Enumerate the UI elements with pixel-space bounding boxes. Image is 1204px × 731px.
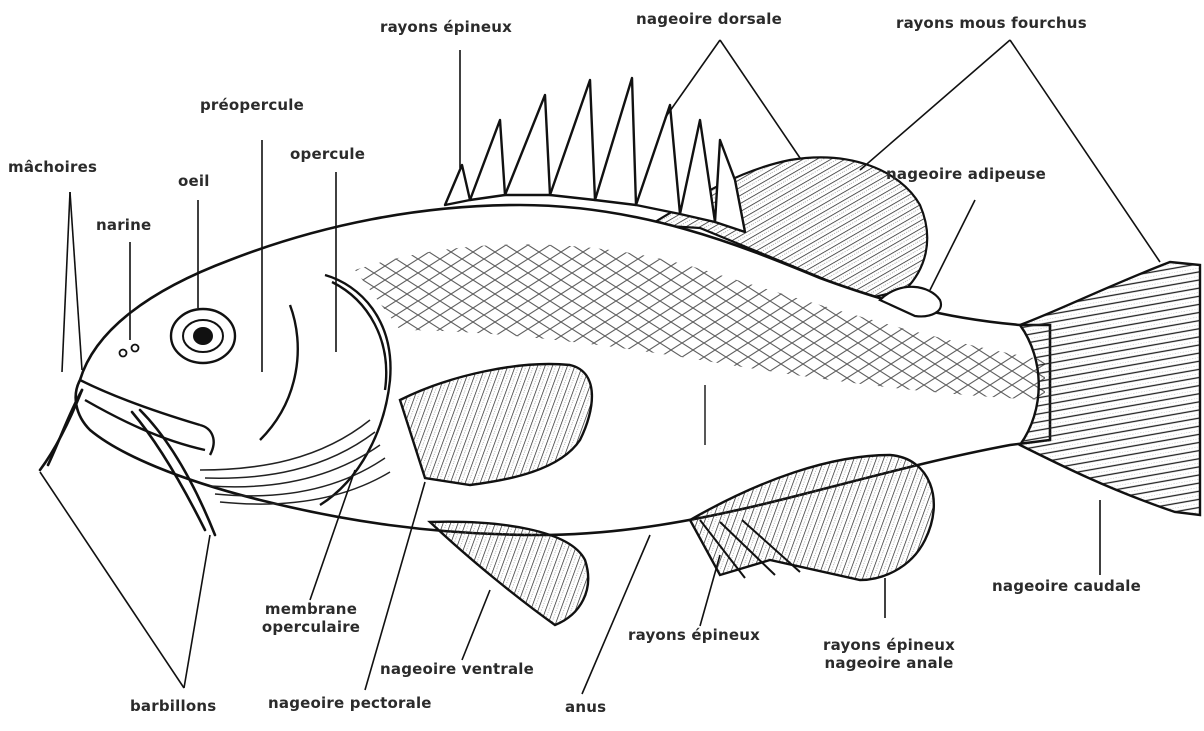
label-nageoire-pectorale: nageoire pectorale: [268, 694, 432, 712]
label-nageoire-caudale: nageoire caudale: [992, 577, 1141, 595]
caudal-fin: [1020, 262, 1200, 515]
label-nageoire-ventrale: nageoire ventrale: [380, 660, 534, 678]
label-membrane-line2: operculaire: [246, 618, 376, 636]
label-preopercule: préopercule: [200, 96, 304, 114]
label-anus: anus: [565, 698, 606, 716]
label-rayons-epineux-anale-line2: nageoire anale: [818, 654, 960, 672]
label-barbillons: barbillons: [130, 697, 216, 715]
label-rayons-epineux-top: rayons épineux: [380, 18, 512, 36]
label-rayons-epineux-anale: rayons épineux nageoire anale: [818, 636, 960, 672]
label-rayons-epineux-bottom: rayons épineux: [628, 626, 760, 644]
label-machoires: mâchoires: [8, 158, 97, 176]
label-rayons-mous-fourchus: rayons mous fourchus: [896, 14, 1087, 32]
label-nageoire-dorsale: nageoire dorsale: [636, 10, 782, 28]
label-narine: narine: [96, 216, 151, 234]
label-membrane-operculaire: membrane operculaire: [246, 600, 376, 636]
ventral-fin: [430, 522, 588, 625]
label-opercule: opercule: [290, 145, 365, 163]
label-oeil: oeil: [178, 172, 210, 190]
label-membrane-line1: membrane: [246, 600, 376, 618]
label-rayons-epineux-anale-line1: rayons épineux: [818, 636, 960, 654]
label-nageoire-adipeuse: nageoire adipeuse: [886, 165, 1046, 183]
eye: [171, 309, 235, 363]
